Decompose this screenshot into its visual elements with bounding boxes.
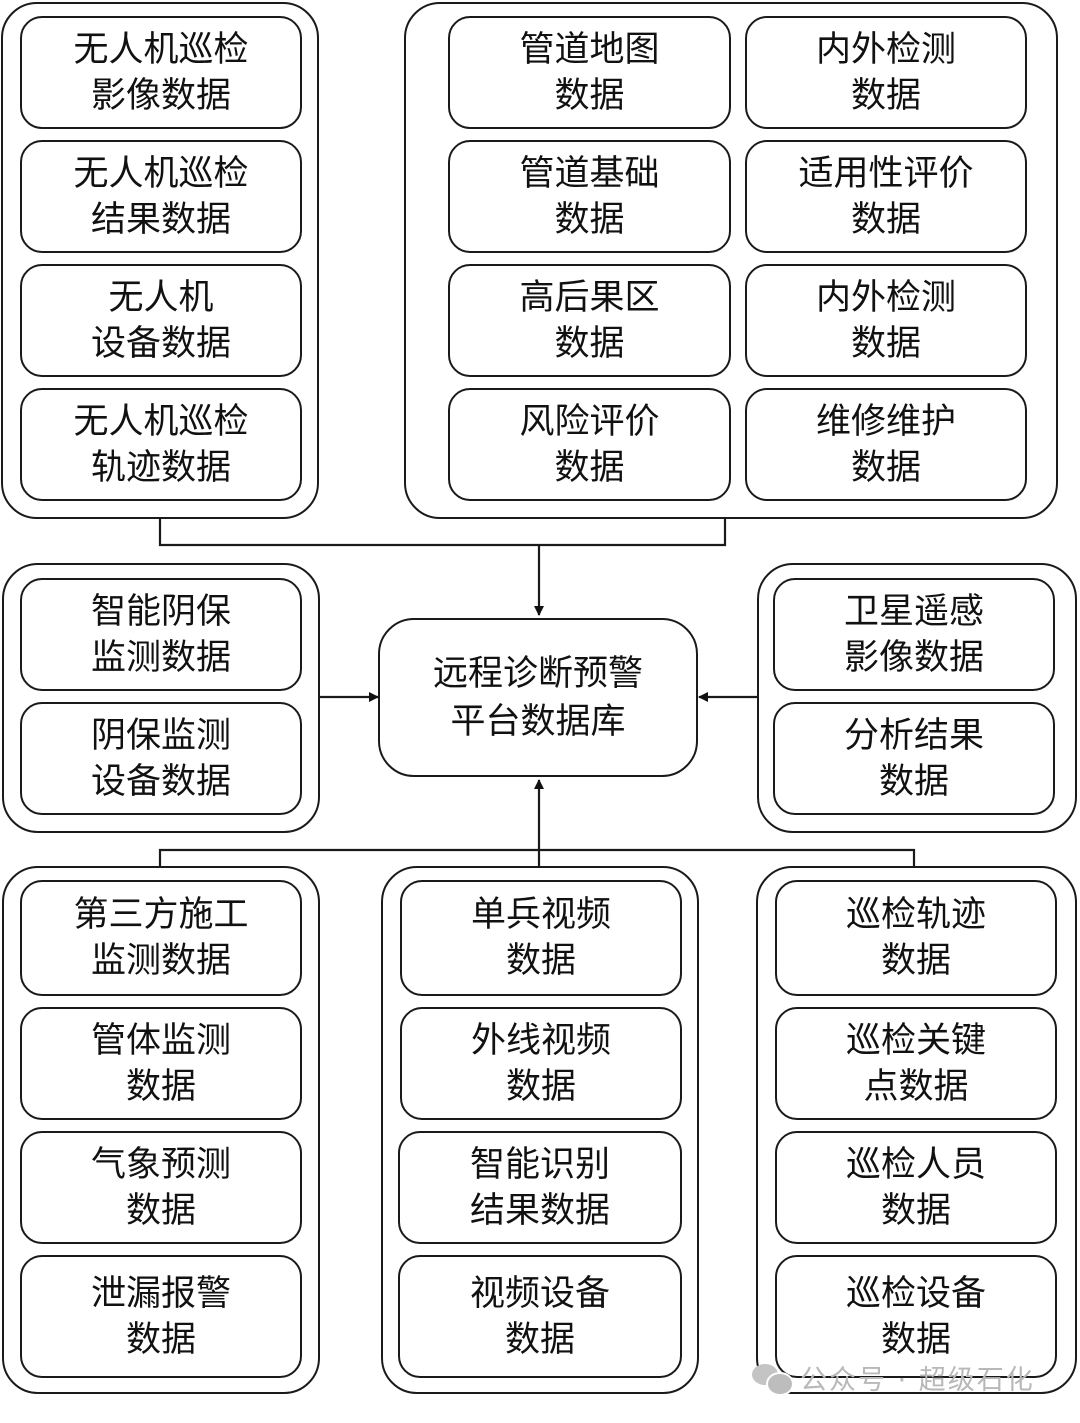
node-patrol-device-data: 巡检设备数据 xyxy=(775,1255,1057,1378)
node-fitness-evaluation-data: 适用性评价数据 xyxy=(745,140,1027,253)
node-uav-device-data: 无人机设备数据 xyxy=(20,264,302,377)
node-maintenance-data: 维修维护数据 xyxy=(745,388,1027,501)
node-satellite-image-data: 卫星遥感影像数据 xyxy=(773,578,1055,691)
node-uav-image-data: 无人机巡检影像数据 xyxy=(20,16,302,129)
node-hca-data: 高后果区数据 xyxy=(448,264,731,377)
node-leak-alarm-data: 泄漏报警数据 xyxy=(20,1255,302,1378)
connector-top-bracket xyxy=(158,518,727,547)
node-uav-result-data: 无人机巡检结果数据 xyxy=(20,140,302,253)
node-external-line-video-data: 外线视频数据 xyxy=(400,1007,682,1120)
node-patrol-track-data: 巡检轨迹数据 xyxy=(775,880,1057,996)
node-patrol-keypoint-data: 巡检关键点数据 xyxy=(775,1007,1057,1120)
node-uav-track-data: 无人机巡检轨迹数据 xyxy=(20,388,302,501)
node-third-party-construction-data: 第三方施工监测数据 xyxy=(20,880,302,996)
node-pipeline-map-data: 管道地图数据 xyxy=(448,16,731,129)
node-weather-forecast-data: 气象预测数据 xyxy=(20,1131,302,1244)
node-inspection-data-2: 内外检测数据 xyxy=(745,264,1027,377)
node-platform-database: 远程诊断预警平台数据库 xyxy=(378,618,698,777)
node-smart-cp-monitoring-data: 智能阴保监测数据 xyxy=(20,578,302,691)
node-inspection-data-1: 内外检测数据 xyxy=(745,16,1027,129)
node-smart-recognition-data: 智能识别结果数据 xyxy=(398,1131,682,1244)
node-cp-device-data: 阴保监测设备数据 xyxy=(20,702,302,815)
connector-bottom-bracket xyxy=(158,848,916,868)
node-patrol-personnel-data: 巡检人员数据 xyxy=(775,1131,1057,1244)
watermark-text: 公众号 · 超级石化 xyxy=(800,1365,1035,1396)
node-video-device-data: 视频设备数据 xyxy=(398,1255,682,1378)
watermark: 公众号 · 超级石化 xyxy=(752,1358,1035,1397)
node-risk-assessment-data: 风险评价数据 xyxy=(448,388,731,501)
node-individual-video-data: 单兵视频数据 xyxy=(400,880,682,996)
node-analysis-result-data: 分析结果数据 xyxy=(773,702,1055,815)
node-pipeline-base-data: 管道基础数据 xyxy=(448,140,731,253)
node-pipe-body-monitoring-data: 管体监测数据 xyxy=(20,1007,302,1120)
wechat-icon xyxy=(752,1362,794,1396)
